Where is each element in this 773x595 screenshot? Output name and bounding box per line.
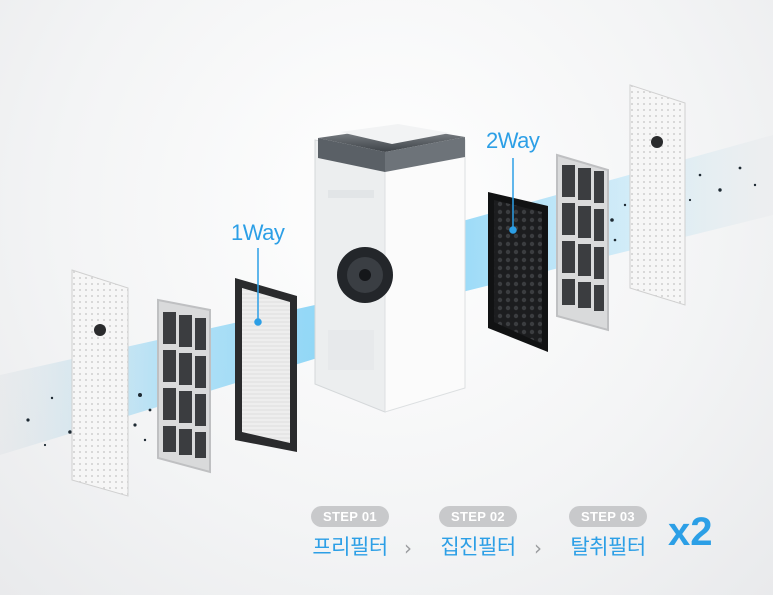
step-name: 집진필터 xyxy=(440,535,516,559)
step-3: STEP 03 탈취필터 xyxy=(558,506,658,561)
deodorization-filter xyxy=(488,192,548,352)
multiplier: x2 xyxy=(668,510,713,554)
pre-filter-right xyxy=(556,153,609,332)
rear-cover-right xyxy=(629,84,686,306)
step-name: 프리필터 xyxy=(312,535,388,559)
label-pointers xyxy=(254,158,517,326)
chevron-right-icon: › xyxy=(534,536,542,560)
dust-collection-filter xyxy=(235,278,297,452)
step-badge: STEP 02 xyxy=(439,506,517,527)
step-2: STEP 02 집진필터 xyxy=(428,506,528,561)
step-name: 탈취필터 xyxy=(570,535,646,559)
pre-filter-left xyxy=(157,298,211,474)
filter-steps: STEP 01 프리필터 › STEP 02 집진필터 › STEP 03 탈취… xyxy=(300,506,740,576)
step-badge: STEP 01 xyxy=(311,506,389,527)
rear-cover-left xyxy=(71,269,129,497)
label-2way: 2Way xyxy=(486,128,540,153)
label-1way: 1Way xyxy=(231,220,285,245)
step-1: STEP 01 프리필터 xyxy=(300,506,400,561)
step-badge: STEP 03 xyxy=(569,506,647,527)
chevron-right-icon: › xyxy=(404,536,412,560)
air-purifier-body xyxy=(314,124,466,413)
